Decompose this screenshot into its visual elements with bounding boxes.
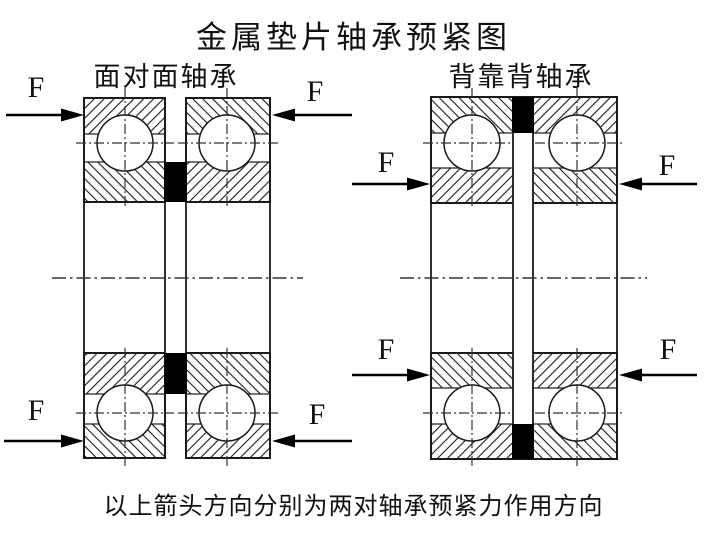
force-label-ff-bottom-left: F [27, 394, 45, 427]
force-arrows [4, 108, 697, 448]
preload-shim [164, 162, 187, 202]
caption: 以上箭头方向分别为两对轴承预紧力作用方向 [103, 494, 604, 520]
preload-shim [512, 97, 534, 133]
page-title: 金属垫片轴承预紧图 [196, 20, 511, 55]
force-label-ff-bottom-right: F [308, 398, 326, 431]
force-arrow-bb-right-upper [619, 177, 697, 191]
force-arrow-ff-bottom-left [4, 434, 84, 448]
force-arrow-ff-top-left [6, 108, 84, 122]
force-arrow-ff-top-right [272, 108, 352, 122]
ball-centerlines [423, 88, 625, 468]
subtitle-face-to-face: 面对面轴承 [93, 62, 239, 92]
force-arrow-bb-left-upper [352, 177, 430, 191]
force-label-bb-right-upper: F [658, 149, 676, 182]
back-to-back-bearing-drawing [400, 88, 647, 468]
inner-ring-section [532, 167, 618, 204]
face-to-face-bearing-drawing [52, 88, 303, 468]
force-arrow-bb-left-lower [352, 368, 430, 382]
preload-shim [512, 424, 534, 459]
preload-shim [164, 353, 187, 394]
ball-centerlines [76, 88, 278, 468]
force-label-bb-left-lower: F [377, 333, 395, 366]
force-arrow-ff-bottom-right [272, 434, 352, 448]
force-label-ff-top-right: F [306, 75, 324, 108]
inner-ring-section [532, 352, 618, 389]
subtitle-back-to-back: 背靠背轴承 [448, 62, 594, 92]
force-arrow-bb-right-lower [619, 368, 697, 382]
force-label-ff-top-left: F [27, 71, 45, 104]
force-label-bb-right-lower: F [659, 333, 677, 366]
force-label-bb-left-upper: F [377, 146, 395, 179]
